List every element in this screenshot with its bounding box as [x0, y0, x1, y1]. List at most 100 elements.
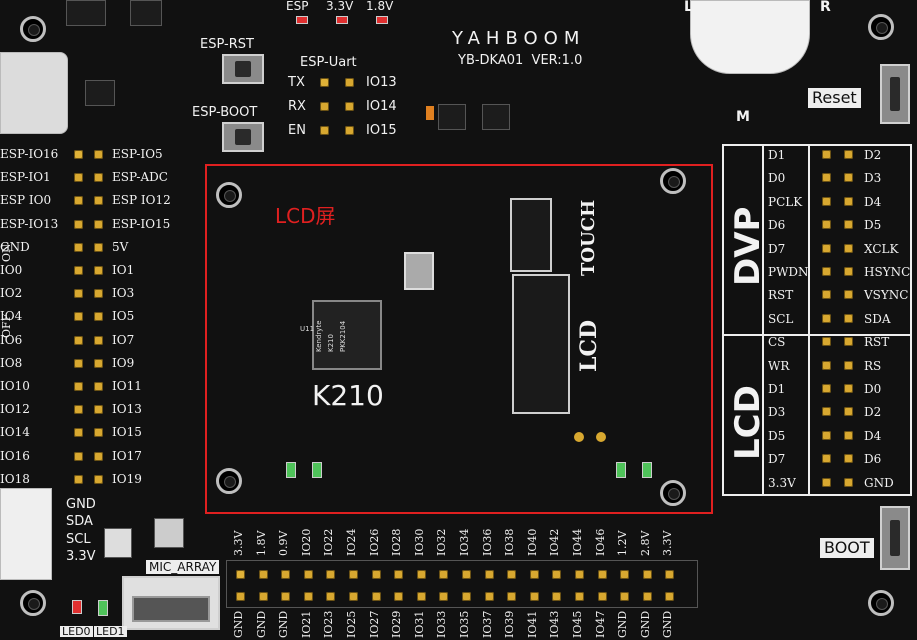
- header-pin: [416, 570, 426, 579]
- regulator-chip: [482, 104, 510, 130]
- header-pin: [236, 592, 245, 601]
- header-pin: [326, 570, 336, 579]
- header-pin: [642, 592, 652, 601]
- header-pin: [394, 570, 404, 579]
- lcd-mount-hole: [660, 480, 686, 506]
- reset-label: Reset: [808, 88, 861, 108]
- boot-label: BOOT: [820, 538, 874, 558]
- header-pin: [394, 592, 404, 601]
- esp-rst-button[interactable]: [222, 54, 264, 84]
- lcd-fpc-connector: [512, 274, 570, 414]
- bottom-header-label: IO28: [390, 528, 404, 556]
- mounting-hole-top-right: [868, 14, 894, 40]
- sensor-chip: [104, 528, 132, 558]
- left-header-label: IO6: [0, 332, 23, 347]
- v33-led: [336, 16, 348, 24]
- bottom-header-label: IO27: [367, 610, 381, 638]
- right-header-label: GND: [864, 475, 894, 490]
- bottom-header-label: IO22: [322, 528, 336, 556]
- header-pin: [507, 570, 517, 579]
- header-pin: [349, 570, 358, 579]
- pad: [596, 432, 606, 442]
- dvp-table: DVP: [722, 144, 912, 336]
- left-header-label: IO12: [0, 402, 30, 417]
- left-header-label: IO11: [112, 379, 142, 393]
- mounting-hole-top-left: [20, 16, 46, 42]
- led0: [72, 600, 82, 614]
- header-pin: [844, 407, 853, 417]
- sensor-chip: [154, 518, 184, 548]
- bottom-header-label: IO21: [299, 610, 313, 638]
- header-pin: [844, 454, 853, 464]
- small-chip: [85, 80, 115, 106]
- header-pin: [94, 289, 103, 299]
- status-led: [616, 462, 626, 478]
- header-pin: [642, 570, 652, 579]
- esp-rst-label: ESP-RST: [200, 37, 254, 52]
- header-pin: [844, 220, 853, 230]
- header-pin: [303, 592, 313, 601]
- header-pin: [94, 428, 103, 438]
- left-header-label: GND: [0, 239, 30, 254]
- header-pin: [822, 290, 831, 300]
- bottom-header-label: GND: [638, 610, 652, 638]
- left-header-label: ESP-IO15: [112, 216, 171, 231]
- right-header-label: D0: [864, 382, 882, 396]
- header-pin: [844, 290, 853, 300]
- left-header-label: IO3: [112, 286, 135, 301]
- header-pin: [529, 592, 539, 601]
- header-pin: [439, 570, 449, 579]
- bottom-header-label: IO23: [322, 610, 336, 638]
- header-pin: [74, 289, 83, 299]
- right-header-label: D7: [768, 241, 786, 256]
- bottom-header-label: IO44: [571, 528, 584, 556]
- mic-array-slot: [132, 596, 210, 622]
- right-header-label: D1: [768, 382, 786, 396]
- l-label: L: [684, 0, 693, 15]
- header-pin: [844, 173, 853, 183]
- header-pin: [822, 313, 831, 323]
- left-header-label: ESP-IO5: [112, 147, 163, 161]
- header-pin: [74, 405, 83, 415]
- uart-pin: [345, 78, 354, 87]
- header-pin: [74, 358, 83, 368]
- m-label: M: [736, 109, 750, 125]
- header-pin: [281, 570, 291, 579]
- left-header-label: IO8: [0, 355, 23, 370]
- bottom-header-label: 1.8V: [254, 530, 268, 556]
- bottom-header-label: IO37: [480, 610, 494, 638]
- esp-boot-button[interactable]: [222, 122, 264, 152]
- left-header-label: IO15: [112, 425, 142, 440]
- status-led: [312, 462, 322, 478]
- lcd-highlight-box: LCD屏: [205, 164, 713, 514]
- bottom-header-label: IO39: [503, 610, 517, 638]
- header-pin: [74, 335, 83, 345]
- k210-label: K210: [312, 379, 384, 412]
- i2c-gnd-label: GND: [66, 497, 96, 512]
- lcd-mount-hole: [216, 468, 242, 494]
- right-header-label: SCL: [768, 311, 794, 326]
- right-header-label: D6: [864, 452, 882, 467]
- lcd-annotation-label: LCD屏: [275, 204, 336, 228]
- bottom-header-label: IO24: [345, 528, 358, 556]
- right-header-label: RST: [864, 335, 890, 350]
- bottom-header-label: 3.3V: [661, 530, 675, 556]
- right-header-label: D4: [864, 194, 882, 209]
- header-pin: [822, 477, 831, 487]
- tx-label: TX: [288, 75, 305, 90]
- right-header-label: PWDN: [768, 265, 809, 279]
- header-pin: [94, 335, 103, 345]
- left-header-label: IO13: [112, 402, 142, 417]
- right-header-label: WR: [768, 358, 790, 373]
- boot-button[interactable]: [880, 506, 910, 570]
- board-model: YB-DKA01 VER:1.0: [458, 53, 583, 68]
- bottom-header-label: IO38: [503, 528, 517, 556]
- microphone-module: [690, 0, 810, 74]
- right-header-label: D6: [768, 218, 786, 233]
- v18-label: 1.8V: [366, 0, 394, 13]
- io13-label: IO13: [366, 75, 397, 90]
- header-pin: [258, 570, 268, 579]
- reset-button[interactable]: [880, 64, 910, 124]
- right-header-label: CS: [768, 335, 786, 350]
